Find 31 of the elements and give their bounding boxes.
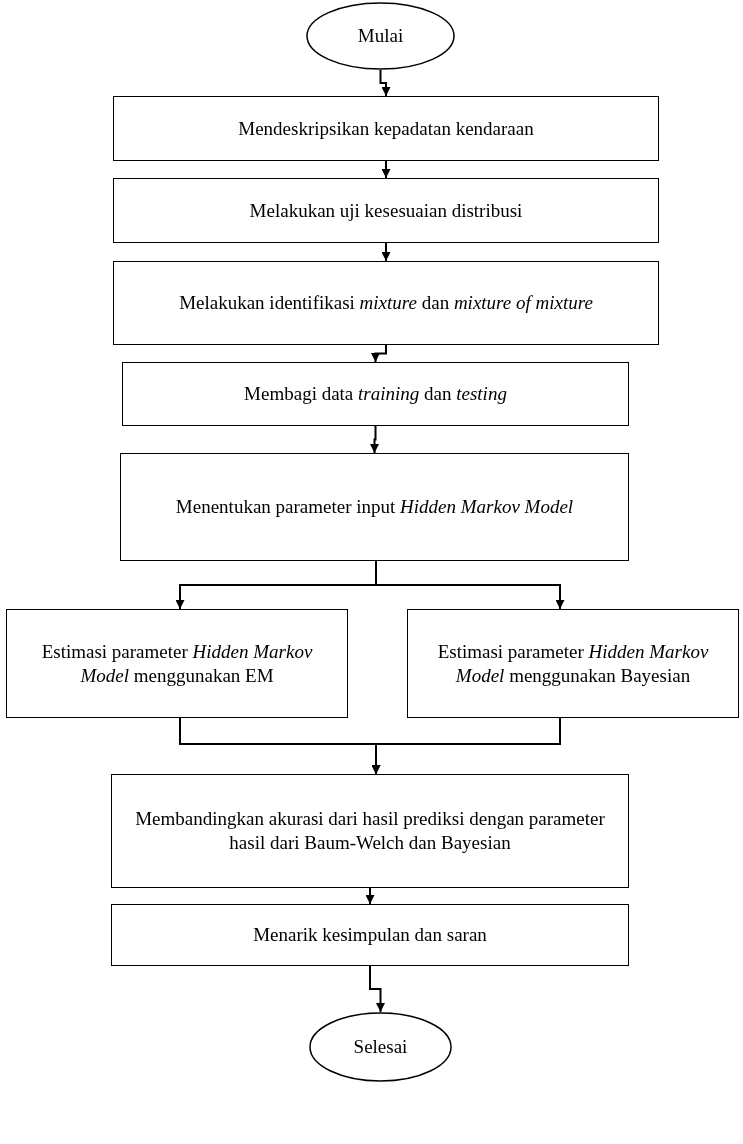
node-text: Selesai <box>353 1035 408 1059</box>
process-box <box>113 261 659 345</box>
process-box <box>113 178 659 243</box>
node-text: Melakukan uji kesesuaian distribusi <box>249 198 523 223</box>
process-box <box>122 362 629 426</box>
arrow <box>369 965 385 1013</box>
arrow <box>371 344 387 363</box>
node-text: Membandingkan akurasi dari hasil prediksi dengan parameter hasil dari Baum-Welch dan Bayesian <box>134 807 606 855</box>
node-text: Estimasi parameter Hidden Markov Model menggunakan Bayesian <box>436 639 710 688</box>
node-text: Menarik kesimpulan dan saran <box>253 923 487 947</box>
arrow <box>371 717 561 775</box>
process-box <box>6 609 348 718</box>
end-terminal <box>309 1012 452 1082</box>
process-box <box>407 609 739 718</box>
arrow <box>365 887 375 905</box>
process-box <box>111 904 629 966</box>
arrow <box>381 242 391 262</box>
node-text: Mulai <box>357 24 404 48</box>
node-text: Estimasi parameter Hidden Markov Model menggunakan EM <box>40 639 314 688</box>
process-box <box>111 774 629 888</box>
node-text: Membagi data training dan testing <box>244 382 507 406</box>
start-terminal <box>306 2 455 70</box>
node-text: Menentukan parameter input Hidden Markov Model <box>175 495 574 519</box>
arrow <box>370 425 379 454</box>
arrow <box>375 560 565 610</box>
arrow <box>381 160 391 179</box>
arrow <box>379 69 391 97</box>
process-box <box>120 453 629 561</box>
node-text: Mendeskripsikan kepadatan kendaraan <box>238 116 534 141</box>
node-text: Melakukan identifikasi mixture dan mixture of mixture <box>179 291 593 315</box>
process-box <box>113 96 659 161</box>
